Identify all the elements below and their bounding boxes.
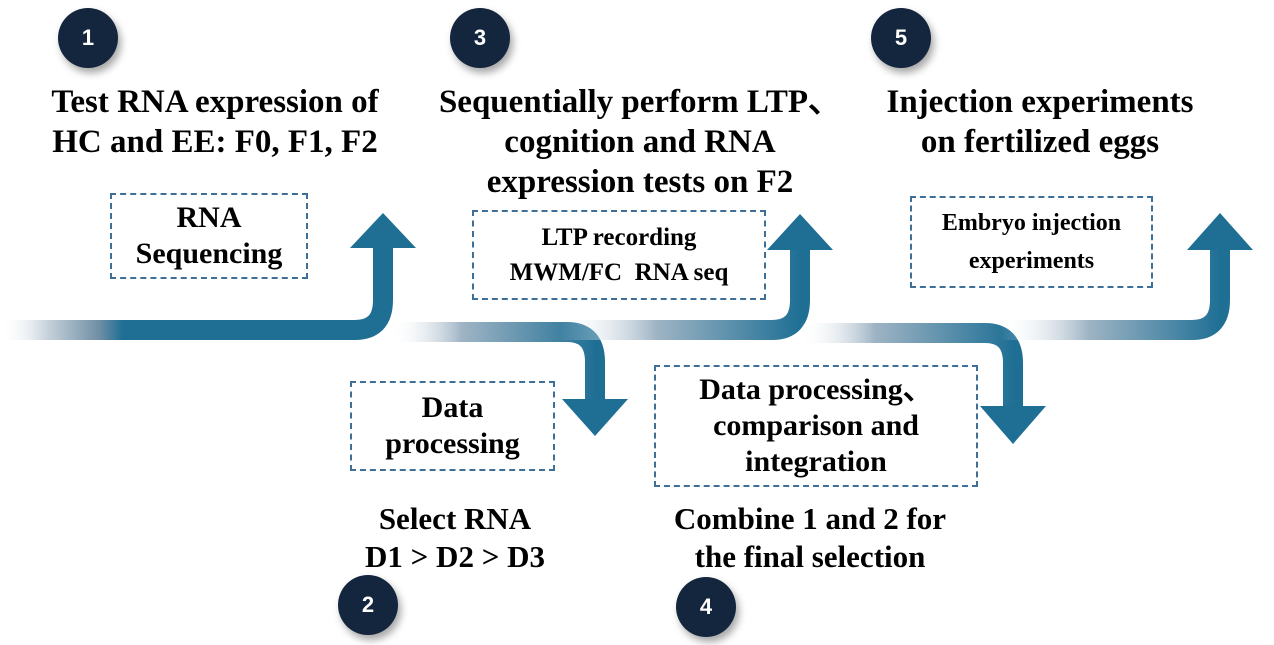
step-3-box-line-1: LTP recording [541,224,697,251]
step-5-title: Injection experiments on fertilized eggs [860,82,1220,162]
arrow-head-up-3 [767,214,833,250]
step-1-title: Test RNA expression of HC and EE: F0, F1… [10,82,420,162]
arrow-head-down-4 [980,406,1046,444]
arrow-head-up-5 [1187,213,1253,250]
step-2-box-line-1: Data [421,391,484,424]
step-1-title-line-1: Test RNA expression of [51,84,379,120]
step-3-number: 3 [473,25,487,50]
step-2-title-line-2: D1 > D2 > D3 [365,539,545,574]
step-5-badge: 5 [871,8,931,68]
step-4-title: Combine 1 and 2 for the final selection [630,500,990,576]
step-5-title-line-2: on fertilized eggs [920,124,1160,160]
step-1-badge: 1 [58,8,118,68]
step-3-title-line-3: expression tests on F2 [486,164,794,200]
step-5-number: 5 [894,25,908,50]
step-5-title-line-1: Injection experiments [886,84,1194,120]
step-3-title-line-1: Sequentially perform LTP、 [438,84,842,120]
step-4-title-line-2: the final selection [694,539,926,574]
step-3-title-line-2: cognition and RNA [504,124,776,160]
step-1-box: RNA Sequencing [110,193,308,279]
step-2-box: Data processing [350,381,555,471]
step-4-box: Data processing、 comparison and integrat… [654,365,978,487]
step-2-box-line-2: processing [385,427,520,460]
step-2-number: 2 [361,592,375,617]
step-5-box: Embryo injection experiments [910,196,1153,288]
step-3-badge: 3 [450,8,510,68]
step-4-badge: 4 [676,577,736,637]
step-1-box-line-1: RNA [176,201,242,234]
step-2-title: Select RNA D1 > D2 > D3 [320,500,590,576]
step-1-number: 1 [81,25,95,50]
arrow-head-down-2 [562,399,628,436]
step-5-box-line-2: experiments [968,248,1095,274]
flow-segment-1 [0,245,393,340]
step-3-title: Sequentially perform LTP、 cognition and … [420,82,860,202]
step-2-title-line-1: Select RNA [378,501,532,536]
step-4-box-line-1: Data processing、 [699,373,933,406]
arrow-head-up-1 [350,213,416,248]
step-5-box-line-1: Embryo injection [941,210,1122,236]
step-4-box-line-2: comparison and [713,409,919,442]
flow-segment-4 [800,323,1023,408]
step-4-number: 4 [699,594,713,619]
step-3-box-line-2: MWM/FC RNA seq [509,259,729,286]
flow-segment-3 [560,248,810,340]
step-2-badge: 2 [338,575,398,635]
step-4-box-line-3: integration [745,445,887,478]
flow-segment-5 [1000,248,1230,340]
step-1-box-line-2: Sequencing [135,237,283,270]
step-3-box: LTP recording MWM/FC RNA seq [472,210,766,300]
step-1-title-line-2: HC and EE: F0, F1, F2 [52,124,378,160]
step-4-title-line-1: Combine 1 and 2 for [673,501,947,536]
